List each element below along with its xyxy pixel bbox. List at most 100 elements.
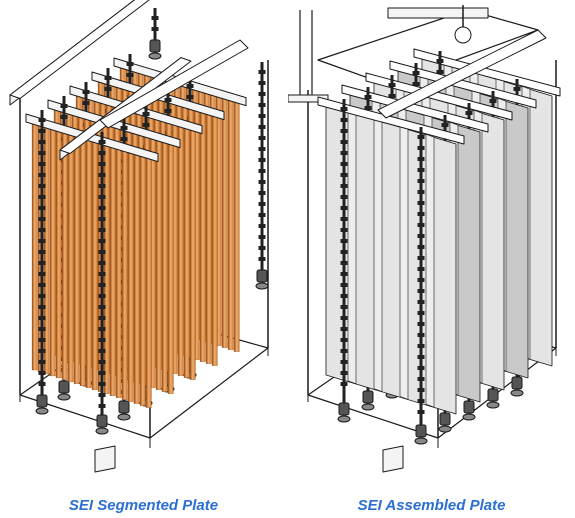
copper-strip — [167, 143, 174, 394]
discharge-rod-weight — [415, 424, 427, 438]
discharge-rod-clip — [417, 355, 425, 359]
segmented-plate-illustration — [9, 0, 269, 473]
discharge-rod-clip — [98, 151, 106, 155]
copper-strip — [127, 151, 134, 402]
discharge-rod-weight — [511, 376, 523, 390]
copper-strip — [211, 115, 218, 366]
copper-strip — [43, 123, 50, 375]
plate-stiffener — [425, 133, 435, 408]
discharge-rod-foot — [117, 413, 131, 421]
discharge-rod-clip — [38, 184, 46, 188]
discharge-rod-clip — [388, 83, 396, 87]
discharge-rod-clip — [340, 129, 348, 133]
discharge-rod-clip — [98, 162, 106, 166]
copper-strip — [161, 141, 168, 392]
discharge-rod-clip — [98, 294, 106, 298]
discharge-rod-clip — [417, 377, 425, 381]
discharge-rod-weight — [96, 414, 108, 428]
plate-stiffener — [399, 126, 409, 400]
discharge-rod-clip — [340, 316, 348, 320]
discharge-rod-foot — [486, 401, 500, 409]
discharge-rod-clip — [417, 289, 425, 293]
discharge-rod-clip — [417, 212, 425, 216]
discharge-rod-clip — [340, 118, 348, 122]
discharge-rod-clip — [340, 228, 348, 232]
copper-strip — [233, 101, 240, 352]
copper-strip — [189, 129, 196, 380]
side-rod-clip — [258, 202, 266, 206]
discharge-rod-clip — [38, 294, 46, 298]
discharge-rod-clip — [98, 393, 106, 397]
side-rod-clip — [258, 180, 266, 184]
assembled-plates — [288, 5, 561, 445]
discharge-rod-clip — [186, 95, 194, 99]
side-rod-clip — [258, 158, 266, 162]
plate-stiffener — [347, 110, 357, 385]
side-rod-clip — [258, 70, 266, 74]
discharge-rod-clip — [417, 190, 425, 194]
discharge-rod-clip — [82, 101, 90, 105]
copper-strip — [79, 135, 86, 386]
top-crossbar — [387, 7, 489, 19]
discharge-rod-clip — [340, 250, 348, 254]
discharge-rod-clip — [340, 327, 348, 331]
segmented-plate-figure: SEI Segmented Plate — [0, 0, 287, 518]
plate-stiffener — [373, 118, 383, 392]
discharge-rod-clip — [417, 410, 425, 414]
discharge-rod-weight — [338, 402, 350, 416]
discharge-rod-clip — [98, 360, 106, 364]
discharge-rod-foot — [510, 389, 524, 397]
discharge-rod-clip — [38, 118, 46, 122]
discharge-rod-clip — [417, 135, 425, 139]
copper-strip — [85, 137, 92, 388]
assembled-plate-caption: SEI Assembled Plate — [357, 497, 506, 514]
discharge-rod-clip — [98, 195, 106, 199]
discharge-rod-clip — [142, 123, 150, 127]
discharge-rod-clip — [417, 157, 425, 161]
discharge-rod-clip — [513, 87, 521, 91]
discharge-rod-clip — [340, 151, 348, 155]
discharge-rod-weight — [362, 390, 374, 404]
discharge-rod-clip — [417, 333, 425, 337]
discharge-rod-clip — [104, 76, 112, 80]
discharge-rod-clip — [38, 283, 46, 287]
discharge-rod-foot — [438, 425, 452, 433]
discharge-rod-clip — [98, 217, 106, 221]
discharge-rod-clip — [364, 95, 372, 99]
discharge-rod-clip — [417, 399, 425, 403]
discharge-rod-clip — [120, 137, 128, 141]
discharge-rod-clip — [38, 195, 46, 199]
discharge-rod-clip — [417, 234, 425, 238]
side-rod-clip — [258, 136, 266, 140]
copper-strip — [49, 125, 56, 377]
side-rod-foot — [255, 282, 269, 290]
side-rod-clip — [258, 224, 266, 228]
hanger-beam — [413, 48, 561, 97]
side-rod-clip — [258, 147, 266, 151]
discharge-rod-clip — [38, 371, 46, 375]
discharge-rod-clip — [417, 201, 425, 205]
side-rod-clip — [258, 257, 266, 261]
discharge-rod-clip — [441, 123, 449, 127]
side-rod-clip — [258, 246, 266, 250]
discharge-rod-foot — [337, 415, 351, 423]
discharge-rod-weight — [439, 412, 451, 426]
discharge-rod-clip — [120, 126, 128, 130]
discharge-rod-clip — [436, 59, 444, 63]
discharge-rod-clip — [38, 228, 46, 232]
side-rod-clip — [258, 169, 266, 173]
segmented-bottom-bracket — [94, 445, 116, 473]
copper-strip — [67, 131, 74, 383]
discharge-rod-weight — [463, 400, 475, 414]
side-rod-clip — [258, 125, 266, 129]
discharge-rod-clip — [417, 245, 425, 249]
discharge-rod-clip — [340, 272, 348, 276]
discharge-rod-foot — [95, 427, 109, 435]
discharge-rod-clip — [98, 173, 106, 177]
assembled-plate-figure: SEI Assembled Plate — [288, 0, 575, 518]
assembled-plate-row — [317, 96, 465, 445]
side-rod-clip — [258, 92, 266, 96]
discharge-rod-clip — [417, 388, 425, 392]
discharge-rod-clip — [340, 184, 348, 188]
discharge-rod-clip — [340, 239, 348, 243]
